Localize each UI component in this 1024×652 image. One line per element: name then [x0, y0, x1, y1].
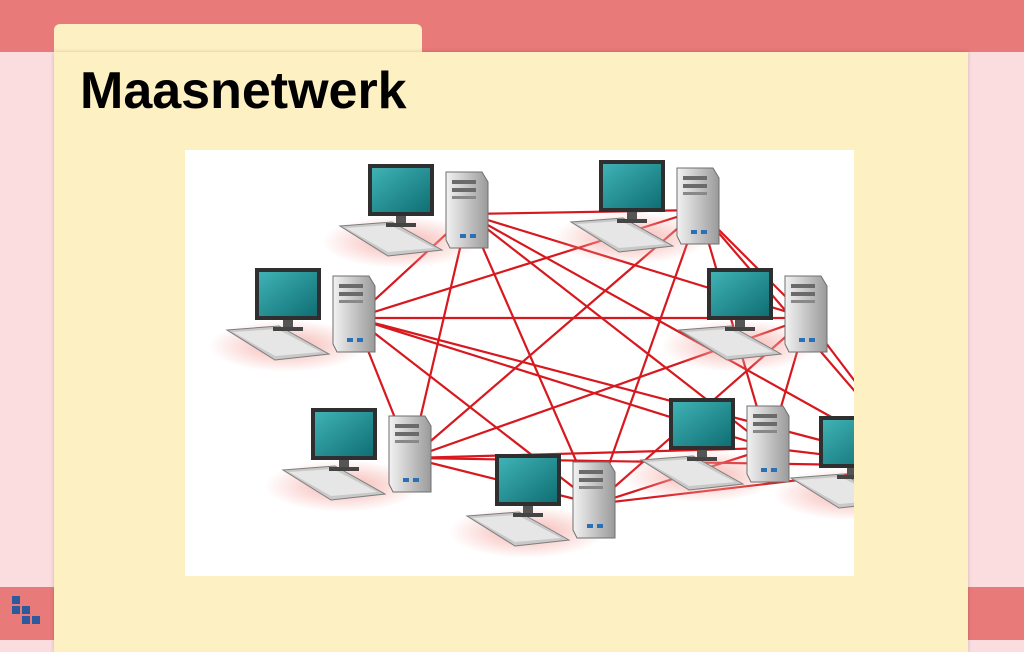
slide-title: Maasnetwerk — [80, 62, 407, 120]
computer-icon — [264, 407, 432, 513]
computer-icon — [448, 453, 616, 559]
computer-icon — [208, 267, 376, 373]
computer-icon — [321, 163, 489, 269]
network-link — [593, 209, 701, 505]
mesh-network-figure — [185, 150, 854, 576]
computer-icon — [660, 267, 828, 373]
logo-icon — [12, 596, 40, 624]
computer-icon — [622, 397, 790, 503]
network-link — [466, 213, 597, 505]
mesh-network-diagram — [208, 159, 854, 559]
